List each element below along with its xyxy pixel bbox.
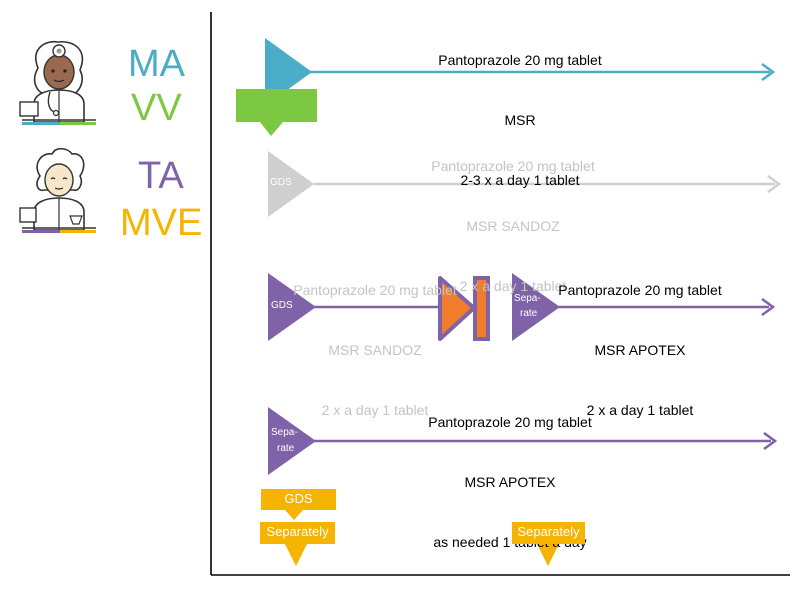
row4-medication-type: MSR APOTEX xyxy=(464,474,556,490)
row3a-medication-label: Pantoprazole 20 mg tablet MSR SANDOZ 2 x… xyxy=(275,240,475,460)
role-label-ta: TA xyxy=(138,155,184,197)
row1-medication-name: Pantoprazole 20 mg tablet xyxy=(438,52,602,68)
green-handover-box xyxy=(236,89,317,122)
row2-gds-label: GDS xyxy=(270,177,292,188)
row3-start-marker xyxy=(268,273,316,341)
row2-start-marker xyxy=(268,151,314,217)
row3a-medication-name: Pantoprazole 20 mg tablet xyxy=(293,282,457,298)
row1-medication-dosage: 2-3 x a day 1 tablet xyxy=(460,172,580,188)
pharmacist-avatar-icon xyxy=(19,147,96,233)
row3b-medication-name: Pantoprazole 20 mg tablet xyxy=(558,282,722,298)
row1-arrow-head xyxy=(761,62,776,82)
row4-medication-name: Pantoprazole 20 mg tablet xyxy=(428,414,592,430)
tag-separately-1: Separately xyxy=(260,522,335,544)
row4-separate-marker xyxy=(268,407,316,475)
tag-gds: GDS xyxy=(261,489,336,510)
role-label-vv: VV xyxy=(131,87,182,129)
row4-medication-label: Pantoprazole 20 mg tablet MSR APOTEX as … xyxy=(410,372,610,592)
row1-medication-label: Pantoprazole 20 mg tablet MSR 2-3 x a da… xyxy=(420,10,620,230)
row3-separate-line1: Sepa- xyxy=(514,293,541,304)
role-label-mve: MVE xyxy=(120,202,203,244)
row2-medication-name: Pantoprazole 20 mg tablet xyxy=(431,158,595,174)
stop-bar-marker xyxy=(473,276,490,341)
tag-gds-pointer xyxy=(285,510,303,520)
tag-separately-2-pointer xyxy=(537,544,559,566)
green-handover-pointer xyxy=(260,122,283,136)
tag-separately-2: Separately xyxy=(512,522,585,544)
row3-separate-marker xyxy=(512,273,560,341)
tag-separately-1-pointer xyxy=(285,544,307,566)
row3b-medication-label: Pantoprazole 20 mg tablet MSR APOTEX 2 x… xyxy=(540,240,740,460)
row3-separate-label: Sepa- rate xyxy=(514,291,554,321)
row3a-medication-dosage: 2 x a day 1 tablet xyxy=(321,402,429,418)
row2-medication-label: Pantoprazole 20 mg tablet MSR SANDOZ 2 x… xyxy=(413,116,613,336)
row3-separate-line2: rate xyxy=(520,308,538,319)
stop-play-marker xyxy=(438,276,476,341)
row2-medication-type: MSR SANDOZ xyxy=(466,218,560,234)
row4-separate-line2: rate xyxy=(277,443,295,454)
row2-medication-dosage: 2 x a day 1 tablet xyxy=(459,278,567,294)
row3b-medication-dosage: 2 x a day 1 tablet xyxy=(586,402,694,418)
row3a-medication-type: MSR SANDOZ xyxy=(328,342,422,358)
doctor-avatar-icon xyxy=(19,40,96,125)
role-label-ma: MA xyxy=(128,43,185,85)
row3b-medication-type: MSR APOTEX xyxy=(594,342,686,358)
row4-arrow-head xyxy=(763,431,778,451)
row3-gds-label: GDS xyxy=(271,300,293,311)
row2-arrow-head xyxy=(767,174,782,194)
row4-separate-label: Sepa- rate xyxy=(271,425,311,457)
row4-separate-line1: Sepa- xyxy=(271,427,298,438)
row3-arrow-head xyxy=(761,297,776,317)
row1-medication-type: MSR xyxy=(504,112,536,128)
